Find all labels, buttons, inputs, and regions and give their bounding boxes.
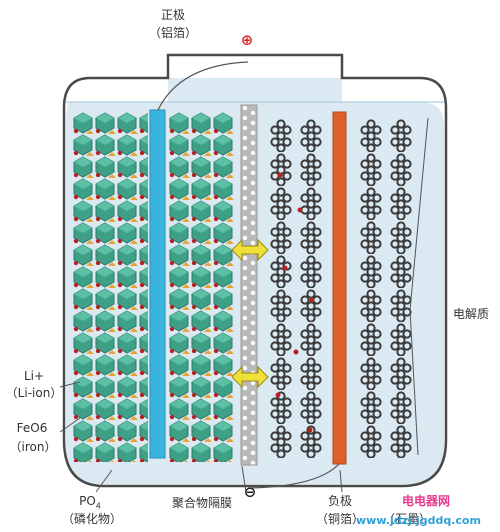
negative-lead	[251, 463, 340, 489]
watermark-url: www.jdzj.jgddq.com	[356, 514, 481, 527]
cathode-material-right	[168, 112, 234, 462]
feo6-sublabel: （iron）	[9, 440, 57, 454]
graphite-sublabel: （石墨）	[382, 512, 431, 526]
battery-case	[62, 53, 448, 488]
leader-lines	[59, 117, 429, 493]
negative-terminal-symbol: ⊖	[243, 483, 257, 501]
negative-electrode-label: 负极	[327, 494, 352, 508]
positive-terminal-symbol: ⊕	[240, 31, 254, 49]
polymer-separator	[240, 104, 258, 466]
feo6-label: FeO6	[16, 421, 48, 435]
li-ion-label: Li+	[23, 369, 45, 383]
positive-electrode-label: 正极	[160, 8, 185, 22]
po4-label: PO4	[70, 494, 110, 513]
li-ion-sublabel: （Li-ion）	[5, 386, 63, 400]
graphite-material-right	[352, 118, 414, 458]
po4-text: PO	[79, 494, 96, 508]
watermark-top: 电电器网	[402, 494, 451, 508]
cathode-material-left	[72, 112, 148, 462]
positive-electrode-sublabel: （铝箔）	[148, 26, 197, 40]
intercalated-li-ions	[275, 172, 315, 433]
separator-label: 聚合物隔膜	[171, 496, 232, 510]
po4-sublabel: （磷化物）	[61, 512, 122, 526]
negative-electrode-sublabel: （铜箔）	[315, 512, 364, 526]
electrolyte-label: 电解质	[452, 307, 489, 321]
po4-subscript: 4	[95, 501, 101, 511]
graphite-material-left	[266, 118, 328, 458]
copper-foil	[332, 111, 347, 465]
positive-lead	[157, 61, 249, 111]
aluminum-foil	[149, 109, 166, 459]
